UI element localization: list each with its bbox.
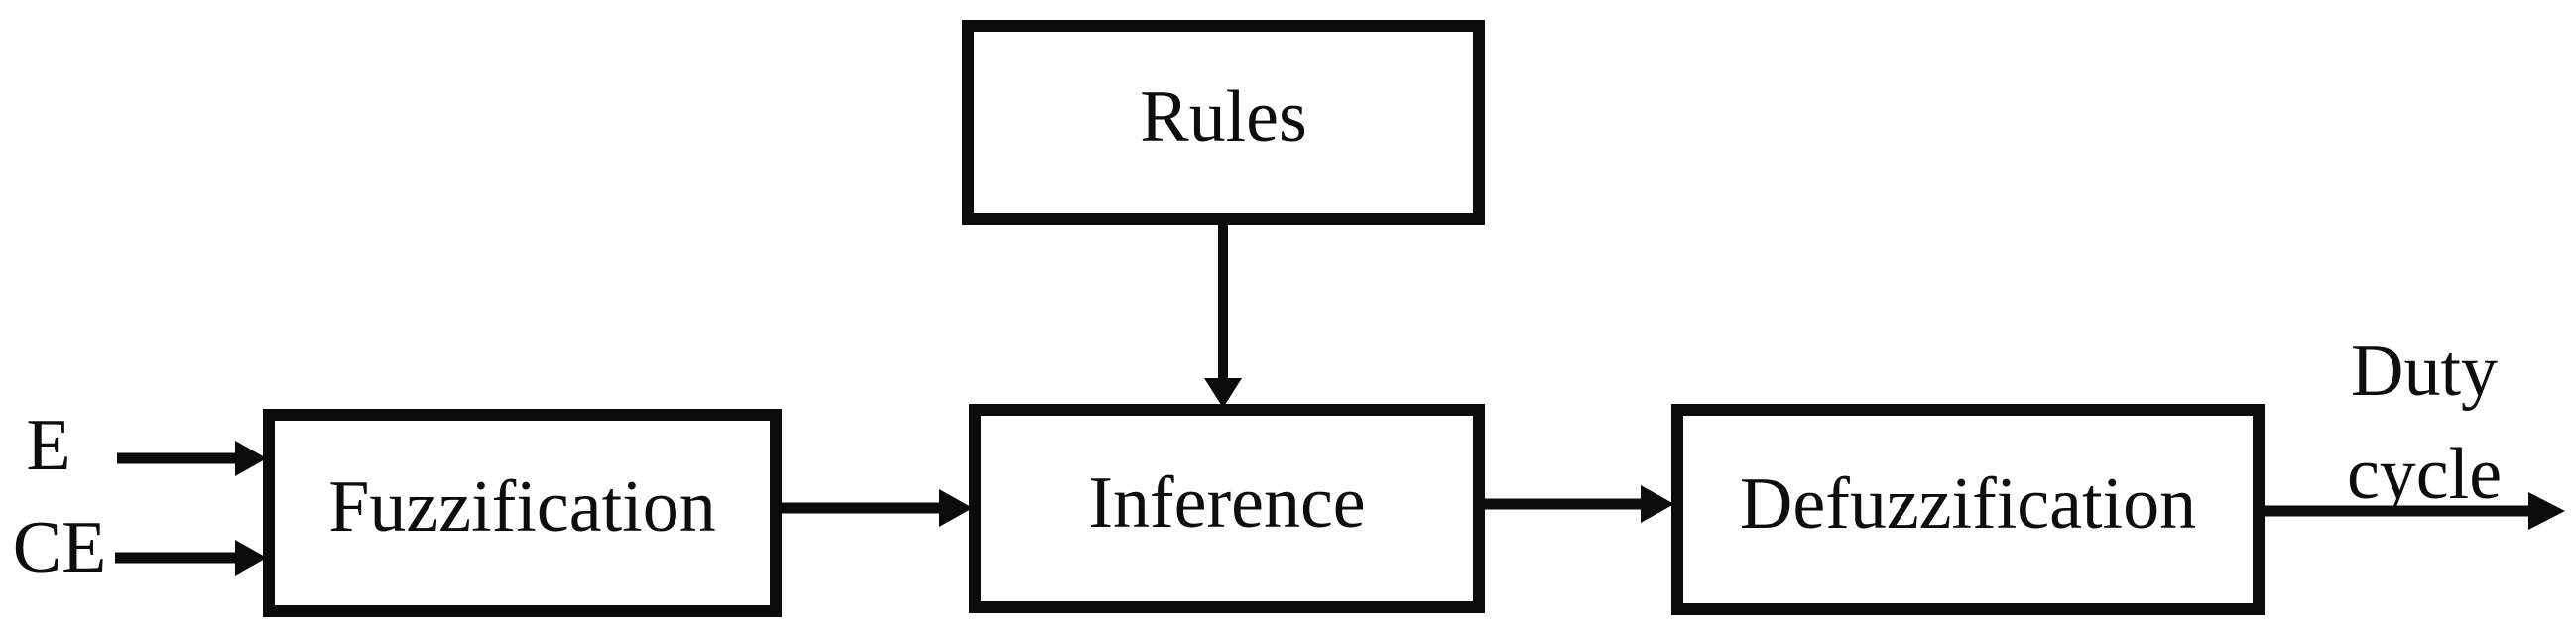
output-label-line2: cycle: [2346, 434, 2503, 515]
output-label-line1: Duty: [2351, 330, 2498, 412]
input-label-ce: CE: [12, 507, 107, 588]
arrow-head: [235, 441, 267, 476]
box-inference: Inference: [969, 404, 1485, 613]
box-defuzzification: Defuzzification: [1671, 404, 2265, 615]
box-inference-label: Inference: [1088, 461, 1366, 544]
box-rules-label: Rules: [1140, 75, 1307, 158]
arrow-e-to-fuzzification: [117, 441, 267, 476]
arrow-head: [1641, 485, 1674, 523]
box-fuzzification: Fuzzification: [263, 409, 782, 617]
box-fuzzification-label: Fuzzification: [328, 466, 716, 548]
arrow-head: [235, 540, 267, 576]
arrow-head: [1204, 378, 1242, 408]
arrow-defuzzification-to-output: [2263, 492, 2565, 530]
arrow-rules-to-inference: [1204, 225, 1242, 408]
output-label-duty-cycle: Duty cycle: [2301, 320, 2547, 526]
arrow-head: [939, 489, 973, 527]
box-defuzzification-label: Defuzzification: [1739, 462, 2197, 545]
arrow-head: [2528, 492, 2565, 530]
arrow-fuzzification-to-inference: [780, 489, 973, 527]
arrow-inference-to-defuzzification: [1483, 485, 1674, 523]
arrow-ce-to-fuzzification: [115, 540, 267, 576]
box-rules: Rules: [962, 20, 1485, 225]
input-label-e: E: [26, 405, 71, 486]
